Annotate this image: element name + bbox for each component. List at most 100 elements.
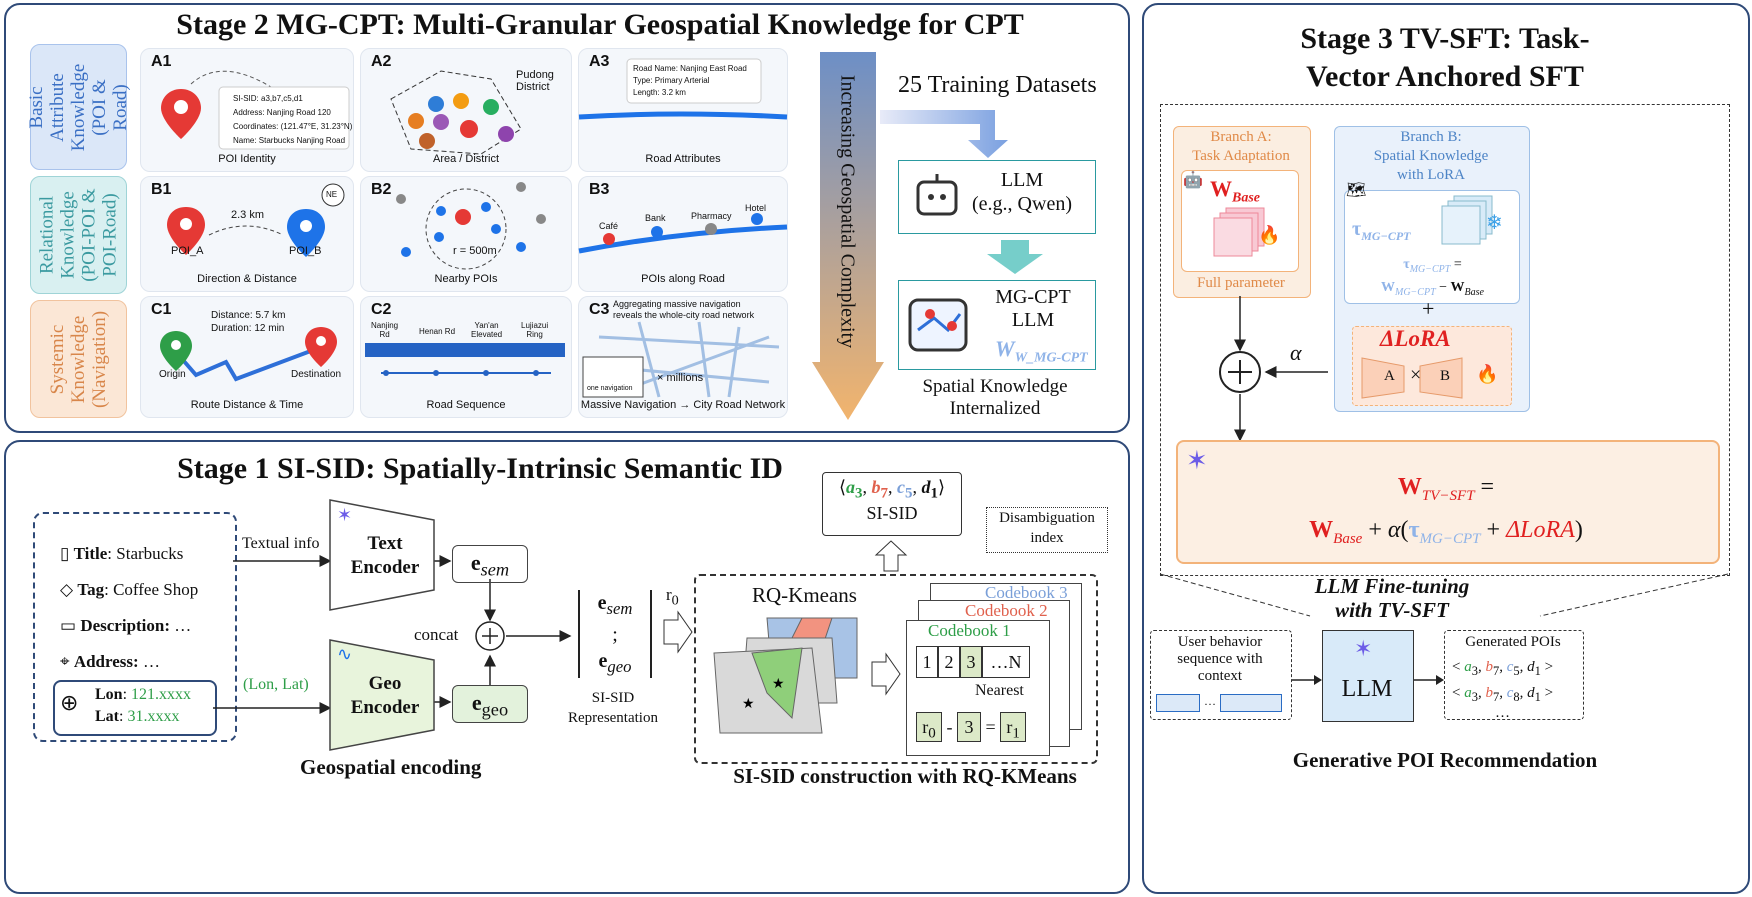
arrow-to-llm bbox=[1292, 675, 1322, 685]
plus-sign: + bbox=[1422, 296, 1435, 321]
residual-equation: r0 - 3 = r1 bbox=[916, 712, 1027, 742]
card-a3-caption: Road Attributes bbox=[645, 153, 721, 165]
lat-row: Lat: 31.xxxx bbox=[95, 708, 180, 725]
route-icon bbox=[160, 327, 337, 382]
b3-poi-cafe: Café bbox=[599, 221, 619, 231]
a3-road-length: Length: 3.2 km bbox=[633, 88, 686, 97]
e-geo-box: egeo bbox=[452, 685, 528, 723]
codebook-1-label: Codebook 1 bbox=[928, 621, 1011, 640]
c3-millions: × millions bbox=[657, 372, 704, 384]
robot-icon-a: 🤖 bbox=[1183, 172, 1203, 189]
card-a1-id: A1 bbox=[151, 53, 172, 70]
c1-duration: Duration: 12 min bbox=[211, 323, 285, 334]
map-robot-icon-b: 🗺 bbox=[1346, 182, 1367, 199]
stage1-title: Stage 1 SI-SID: Spatially-Intrinsic Sema… bbox=[177, 452, 783, 485]
a3-road-name: Road Name: Nanjing East Road bbox=[633, 64, 747, 73]
hollow-arrow-2 bbox=[871, 652, 901, 696]
card-b2: B2 r = 500m Nearby POIs bbox=[360, 176, 572, 292]
construction-label: SI-SID construction with RQ-KMeans bbox=[733, 764, 1077, 788]
card-b3: B3 Café Bank Pharmacy Hotel POIs along R… bbox=[578, 176, 788, 292]
llm-label: LLM (e.g., Qwen) bbox=[972, 169, 1072, 215]
card-c3-id: C3 bbox=[589, 301, 610, 318]
tvsft-formula-box bbox=[1176, 440, 1720, 564]
c2-road-1: Nanjing Rd bbox=[371, 321, 399, 339]
card-a2-caption: Area / District bbox=[432, 153, 499, 165]
user-seq-label: User behavior sequence with context bbox=[1177, 634, 1263, 684]
card-a1: A1 SI-SID: a3,b7,c5,d1 Address: Nanjing … bbox=[140, 48, 354, 172]
lora-grid-icon bbox=[1441, 195, 1493, 245]
complexity-arrow-label: Increasing Geospatial Complexity bbox=[836, 74, 859, 349]
finetune-label: LLM Fine-tuning with TV-SFT bbox=[1314, 574, 1470, 622]
cluster-maps: ★★ bbox=[713, 617, 858, 734]
card-b2-id: B2 bbox=[371, 181, 392, 198]
cell-2: 2 bbox=[938, 646, 960, 678]
codebook-cells: 1 2 3 …N bbox=[916, 646, 1030, 678]
a1-coordinates: Coordinates: (121.47°E, 31.23°N) bbox=[233, 122, 353, 131]
complexity-arrow bbox=[812, 52, 884, 420]
cell-n: …N bbox=[982, 646, 1030, 678]
codebook-2-label: Codebook 2 bbox=[965, 601, 1048, 620]
representation-label: SI-SID Representation bbox=[568, 690, 658, 726]
b2-radius: r = 500m bbox=[453, 245, 497, 257]
cell-1: 1 bbox=[916, 646, 938, 678]
c1-distance: Distance: 5.7 km bbox=[211, 310, 286, 321]
robot-icon bbox=[916, 174, 958, 216]
arrow-to-output bbox=[1414, 675, 1444, 685]
card-a2: A2 Pudong District Area / District bbox=[360, 48, 572, 172]
nearest-label: Nearest bbox=[975, 682, 1024, 699]
card-c3: C3 Aggregating massive navigation reveal… bbox=[578, 296, 788, 418]
road-network-icon bbox=[582, 321, 780, 398]
text-encoder-label: Text Encoder bbox=[350, 533, 420, 578]
tau-mgcpt: τMG−CPT bbox=[1352, 218, 1411, 243]
comment-icon: ▭ bbox=[60, 616, 81, 635]
c1-destination: Destination bbox=[291, 369, 342, 380]
row-label-relational: Relational Knowledge (POI-POI & POI-Road… bbox=[30, 176, 127, 294]
weight-grid-icon bbox=[1213, 207, 1265, 257]
geo-encoder-label: Geo Encoder bbox=[350, 673, 420, 718]
generated-tuples: < a3, b7, c5, d1 > < a3, b7, c8, d1 > … bbox=[1452, 659, 1554, 721]
alpha-label: α bbox=[1290, 340, 1302, 365]
card-a3-id: A3 bbox=[589, 53, 610, 70]
down-arrow bbox=[987, 240, 1043, 274]
a1-name: Name: Starbucks Nanjing Road bbox=[233, 136, 346, 145]
lora-ab-shape bbox=[1361, 357, 1463, 399]
c3-text: Aggregating massive navigation reveals t… bbox=[613, 299, 755, 320]
direction-distance-icon bbox=[167, 183, 345, 257]
field-title: ▯ Title: Starbucks bbox=[60, 544, 184, 563]
poi-fields: ▯ Title: Starbucks ◇ Tag: Coffee Shop ▭ … bbox=[60, 536, 198, 680]
training-datasets: 25 Training Datasets bbox=[898, 72, 1097, 98]
tvsft-formula: WTV−SFT = WBase + α(τMG−CPT + ΔLoRA) bbox=[1309, 474, 1583, 547]
final-llm-label: LLM bbox=[1341, 676, 1393, 702]
stage2-title: Stage 2 MG-CPT: Multi-Granular Geospatia… bbox=[176, 8, 1024, 41]
district-area-icon bbox=[390, 70, 522, 155]
generated-label: Generated POIs bbox=[1465, 634, 1561, 650]
road-sequence-icon bbox=[365, 343, 565, 376]
codebook-3-label: Codebook 3 bbox=[985, 583, 1068, 602]
map-robot-icon bbox=[908, 298, 968, 352]
poi-input-box bbox=[33, 512, 237, 742]
card-b2-caption: Nearby POIs bbox=[434, 273, 498, 285]
c2-road-2: Henan Rd bbox=[419, 327, 456, 336]
seq-cells: … bbox=[1156, 694, 1282, 712]
b1-poi-a: POI_A bbox=[171, 245, 204, 257]
c2-road-4: Lujiazui Ring bbox=[521, 321, 549, 339]
card-b1-caption: Direction & Distance bbox=[197, 273, 297, 285]
b1-poi-b: POI_B bbox=[289, 245, 322, 257]
geospatial-encoding-label: Geospatial encoding bbox=[300, 755, 482, 779]
mgcpt-llm-label: MG-CPT LLM bbox=[995, 286, 1071, 331]
card-a3: A3 Road Name: Nanjing East Road Type: Pr… bbox=[578, 48, 788, 172]
e-sem-box: esem bbox=[452, 545, 528, 583]
pin-icon: ⌖ bbox=[60, 652, 74, 671]
fire-icon-a: 🔥 bbox=[1258, 225, 1281, 245]
c3-one-navigation: one navigation bbox=[587, 385, 633, 392]
card-c2-id: C2 bbox=[371, 301, 392, 318]
card-c1-caption: Route Distance & Time bbox=[190, 399, 304, 411]
card-b1: B1 NE 2.3 km POI_A POI_B Direction & Dis… bbox=[140, 176, 354, 292]
card-a1-caption: POI Identity bbox=[218, 153, 276, 165]
w-base: WBase bbox=[1210, 176, 1260, 206]
svg-text:★: ★ bbox=[772, 677, 785, 692]
card-b3-caption: POIs along Road bbox=[641, 273, 725, 285]
b3-poi-pharmacy: Pharmacy bbox=[691, 211, 732, 221]
w-mgcpt: WW_MG-CPT bbox=[995, 336, 1088, 366]
rq-box bbox=[694, 574, 1098, 764]
